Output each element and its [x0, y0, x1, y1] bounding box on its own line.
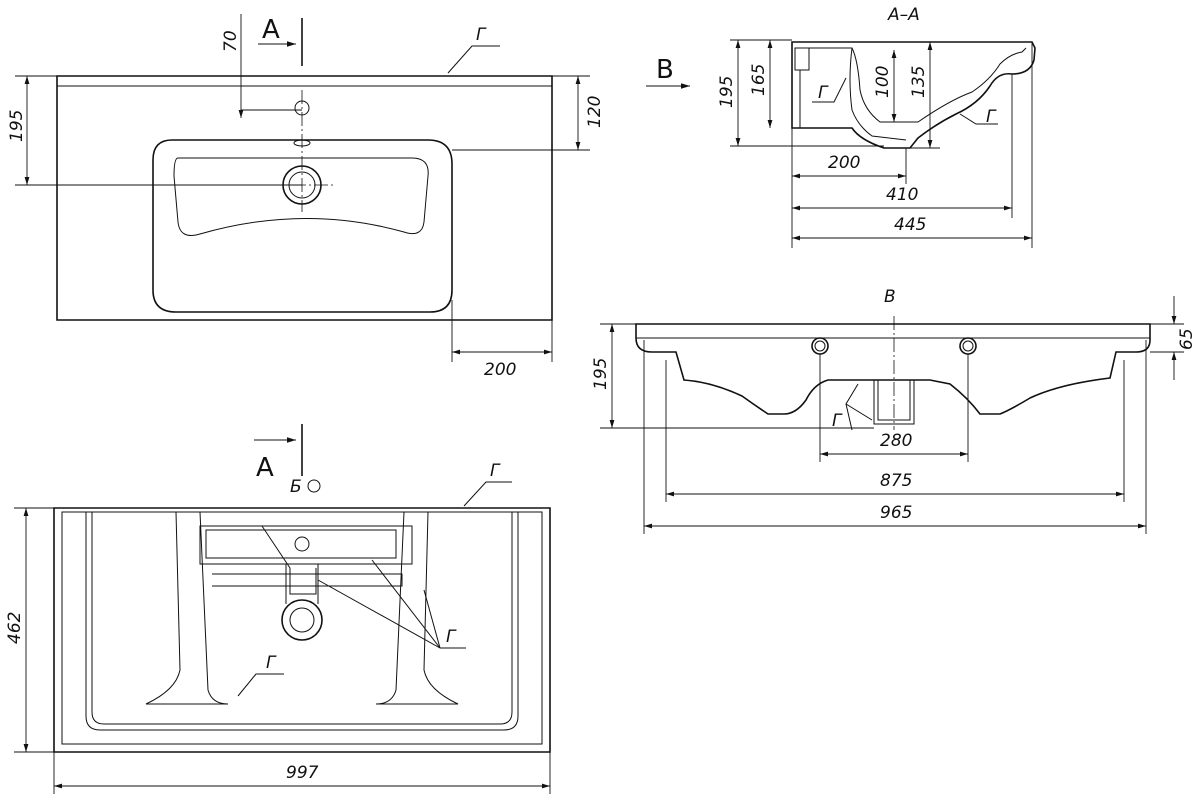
dim-100-label: 100 [873, 66, 893, 98]
glaze-mark-bottom-1: Г [490, 461, 501, 481]
dim-462-label: 462 [5, 612, 25, 644]
section-letter-a-bottom: A [256, 453, 274, 483]
glaze-mark-section-2: Г [986, 107, 997, 127]
dim-445-label: 445 [894, 215, 926, 235]
dim-195-section-label: 195 [717, 76, 737, 108]
glaze-mark-top: Г [476, 25, 487, 45]
section-title-a-a: A–A [887, 5, 920, 25]
glaze-mark-section-1: Г [818, 83, 829, 103]
view-mark-b-cyr: Б [290, 477, 302, 497]
front-view-b: B 65 195 280 875 965 Г [591, 287, 1197, 534]
dim-65-label: 65 [1177, 328, 1197, 350]
dim-135-label: 135 [909, 66, 929, 98]
dim-200-top-label: 200 [484, 360, 516, 380]
glaze-mark-bottom-3: Г [446, 627, 457, 647]
dim-195-front-label: 195 [591, 358, 611, 390]
dim-165-label: 165 [749, 64, 769, 96]
dim-410-label: 410 [886, 185, 918, 205]
view-b-title: B [884, 287, 896, 307]
bottom-view: A Б 462 997 Г Г Г [5, 424, 551, 794]
dim-70-label: 70 [221, 30, 241, 52]
dim-997-label: 997 [286, 763, 319, 783]
dim-195-top-label: 195 [7, 110, 27, 142]
top-view: A 70 195 120 200 Г [7, 14, 605, 380]
glaze-mark-bottom-2: Г [266, 653, 277, 673]
dim-965-label: 965 [880, 503, 912, 523]
glaze-mark-front: Г [832, 411, 843, 431]
dim-280-label: 280 [880, 431, 912, 451]
section-view-a-a: A–A B 195 165 100 135 200 410 445 Г Г [646, 5, 1036, 248]
dim-875-label: 875 [880, 471, 912, 491]
dim-200-section-label: 200 [828, 153, 860, 173]
section-letter-a-top: A [262, 15, 280, 45]
view-arrow-letter-b: B [656, 55, 674, 85]
dim-120-label: 120 [585, 96, 605, 128]
